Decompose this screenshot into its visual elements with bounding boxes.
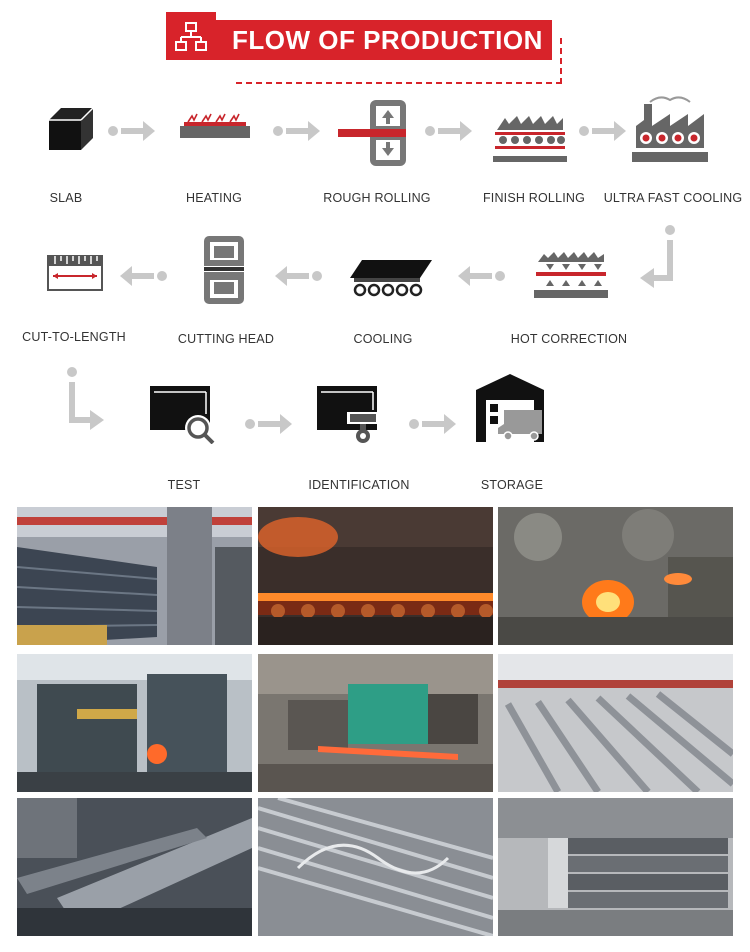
cooling-bed-icon: [350, 260, 432, 297]
slab-icon: [49, 107, 94, 150]
flow-arrow-left-icon: [120, 266, 167, 286]
flow-arrow-down-right-icon: [67, 367, 104, 430]
page-title: FLOW OF PRODUCTION: [212, 20, 552, 60]
step-label: SLAB: [49, 191, 83, 205]
cutting-head-icon: [204, 236, 244, 304]
title-banner: FLOW OF PRODUCTION: [166, 12, 562, 84]
flow-arrow-left-icon: [275, 266, 322, 286]
factory-cooling-icon: [632, 96, 708, 162]
step-label: ROUGH ROLLING: [323, 191, 431, 205]
heating-furnace-photo: [258, 507, 493, 645]
flow-arrow-right-icon: [579, 121, 626, 141]
storage-stacks-photo: [498, 798, 733, 936]
flow-arrow-right-icon: [108, 121, 155, 141]
rough-rolling-icon: [338, 100, 406, 166]
flow-arrow-left-icon: [458, 266, 505, 286]
rolling-mill-sparks-photo: [498, 507, 733, 645]
warehouse-truck-icon: [476, 374, 544, 442]
banner-dashed-frame: [236, 38, 562, 84]
flowchart-icon: [166, 12, 216, 60]
heating-icon: [180, 113, 250, 138]
slab-yard-photo: [17, 507, 252, 645]
hot-correction-icon: [534, 252, 608, 298]
flow-arrow-right-icon: [409, 414, 456, 434]
ruler-icon: [47, 255, 103, 291]
bundled-bars-photo: [258, 798, 493, 936]
flow-arrow-right-icon: [273, 121, 320, 141]
green-machine-photo: [258, 654, 493, 792]
step-label: TEST: [167, 478, 201, 492]
step-label: CUT-TO-LENGTH: [22, 330, 126, 344]
flow-arrow-right-icon: [245, 414, 292, 434]
step-label: HEATING: [185, 191, 243, 205]
step-label: HOT CORRECTION: [510, 332, 628, 346]
finish-rolling-icon: [493, 116, 567, 162]
flow-arrow-right-icon: [425, 121, 472, 141]
test-magnifier-icon: [150, 386, 215, 444]
step-label: STORAGE: [480, 478, 544, 492]
mill-stand-photo: [17, 654, 252, 792]
identification-icon: [317, 386, 379, 443]
flow-arrow-down-left-icon: [640, 225, 675, 288]
cooling-bed-photo: [498, 654, 733, 792]
steel-bars-photo: [17, 798, 252, 936]
step-label: IDENTIFICATION: [308, 478, 410, 492]
step-label: FINISH ROLLING: [482, 191, 586, 205]
step-label: CUTTING HEAD: [177, 332, 275, 346]
step-label: ULTRA FAST COOLING: [603, 191, 743, 205]
step-label: COOLING: [353, 332, 413, 346]
